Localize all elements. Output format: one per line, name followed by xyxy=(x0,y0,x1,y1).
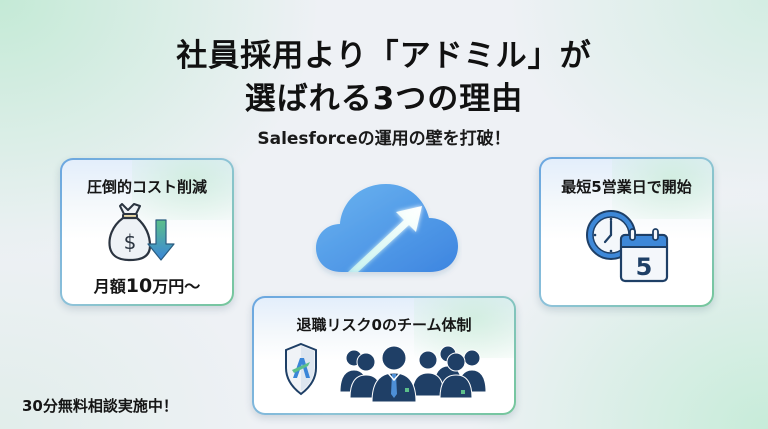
page-subtitle: Salesforceの運用の壁を打破！ xyxy=(257,129,511,149)
clock-calendar-icon: 5 xyxy=(583,207,673,291)
page-title-line-1: 社員採用より「アドミル」が xyxy=(176,38,592,74)
card-quick-start: 最短5営業日で開始 5 xyxy=(539,157,714,307)
price-suffix: 万円～ xyxy=(152,277,201,296)
svg-text:$: $ xyxy=(124,230,137,254)
cloud-upward-arrow-icon xyxy=(312,170,462,286)
price-number: 10 xyxy=(125,275,153,297)
card-title: 圧倒的コスト削減 xyxy=(86,178,207,196)
card-team-structure: 退職リスク0のチーム体制 xyxy=(252,296,516,415)
team-people-icon xyxy=(338,342,488,406)
page-title-line-2: 選ばれる3つの理由 xyxy=(244,81,524,117)
shield-logo-icon xyxy=(284,342,318,400)
calendar-day: 5 xyxy=(636,253,653,281)
card-price: 月額10万円～ xyxy=(62,273,232,297)
card-title: 最短5営業日で開始 xyxy=(561,178,692,196)
card-title: 退職リスク0のチーム体制 xyxy=(296,316,472,334)
price-prefix: 月額 xyxy=(93,277,126,296)
money-bag-down-arrow-icon: $ xyxy=(104,198,190,270)
free-consultation-note: 30分無料相談実施中！ xyxy=(22,397,178,415)
card-cost-reduction: 圧倒的コスト削減 $ 月額10万円～ xyxy=(60,158,234,306)
